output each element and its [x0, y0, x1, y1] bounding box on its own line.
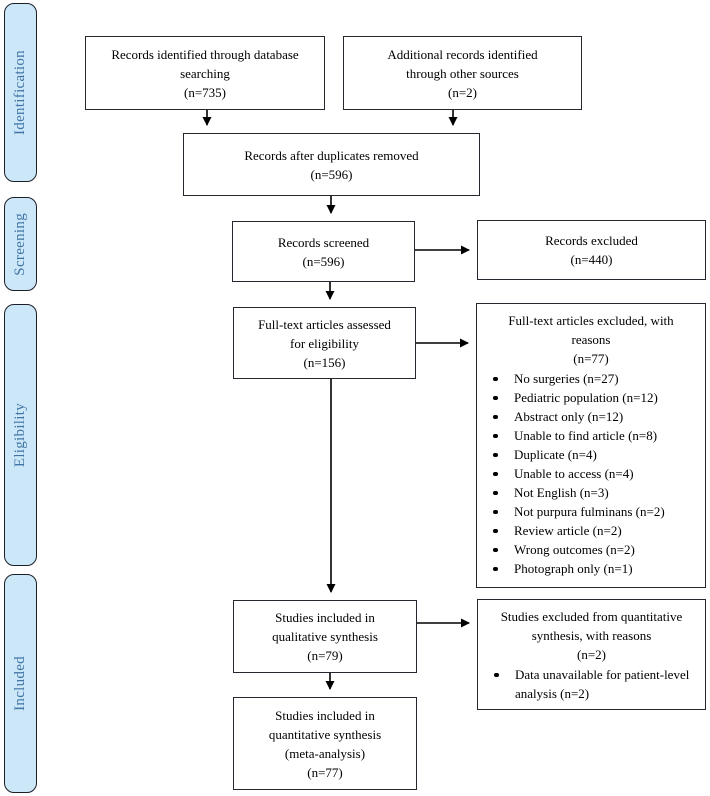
box-fulltext-excluded-header: Full-text articles excluded, with reason…	[508, 313, 674, 366]
stage-identification-label: Identification	[12, 49, 28, 135]
box-qualitative-synthesis: Studies included in qualitative synthesi…	[233, 600, 417, 673]
exclusion-reason-item: Unable to access (n=4)	[477, 464, 705, 483]
box-quantitative-synthesis: Studies included in quantitative synthes…	[233, 697, 417, 790]
exclusion-reason-item: Pediatric population (n=12)	[477, 388, 705, 407]
exclusion-reason-item: Not English (n=3)	[477, 483, 705, 502]
box-fulltext-assessed-text: Full-text articles assessed for eligibil…	[258, 316, 391, 370]
box-records-identified-database: Records identified through database sear…	[85, 36, 325, 110]
box-additional-records-text: Additional records identified through ot…	[387, 46, 538, 100]
box-qualitative-synthesis-text: Studies included in qualitative synthesi…	[272, 610, 378, 663]
exclusion-reason-item: Not purpura fulminans (n=2)	[477, 502, 705, 521]
quantitative-exclusion-reasons: Data unavailable for patient-level analy…	[478, 665, 705, 703]
box-records-excluded-text: Records excluded (n=440)	[545, 233, 638, 267]
stage-identification: Identification	[4, 3, 37, 182]
exclusion-reason-item: Photograph only (n=1)	[477, 559, 705, 578]
box-after-duplicates-removed-text: Records after duplicates removed (n=596)	[244, 147, 419, 182]
box-quantitative-excluded-header: Studies excluded from quantitative synth…	[500, 609, 683, 662]
box-records-screened-text: Records screened (n=596)	[277, 234, 370, 269]
exclusion-reason-item: No surgeries (n=27)	[477, 369, 705, 388]
box-quantitative-synthesis-text: Studies included in quantitative synthes…	[268, 707, 382, 780]
exclusion-reason-item: Unable to find article (n=8)	[477, 426, 705, 445]
fulltext-exclusion-reasons: No surgeries (n=27) Pediatric population…	[477, 369, 705, 578]
stage-screening: Screening	[4, 197, 37, 291]
box-records-excluded: Records excluded (n=440)	[477, 220, 706, 280]
box-additional-records: Additional records identified through ot…	[343, 36, 582, 110]
exclusion-reason-item: Abstract only (n=12)	[477, 407, 705, 426]
exclusion-reason-item: Duplicate (n=4)	[477, 445, 705, 464]
exclusion-reason-item: Review article (n=2)	[477, 521, 705, 540]
box-fulltext-excluded: Full-text articles excluded, with reason…	[476, 303, 706, 588]
stage-eligibility-label: Eligibility	[12, 402, 28, 468]
exclusion-reason-item: Data unavailable for patient-level analy…	[478, 665, 705, 703]
stage-included: Included	[4, 574, 37, 793]
box-quantitative-excluded: Studies excluded from quantitative synth…	[477, 599, 706, 710]
exclusion-reason-item: Wrong outcomes (n=2)	[477, 540, 705, 559]
stage-included-label: Included	[12, 656, 28, 711]
stage-screening-label: Screening	[12, 212, 28, 276]
box-fulltext-assessed: Full-text articles assessed for eligibil…	[233, 307, 416, 379]
box-after-duplicates-removed: Records after duplicates removed (n=596)	[183, 133, 480, 196]
box-records-identified-database-text: Records identified through database sear…	[111, 46, 299, 100]
box-records-screened: Records screened (n=596)	[232, 221, 415, 282]
stage-eligibility: Eligibility	[4, 304, 37, 566]
